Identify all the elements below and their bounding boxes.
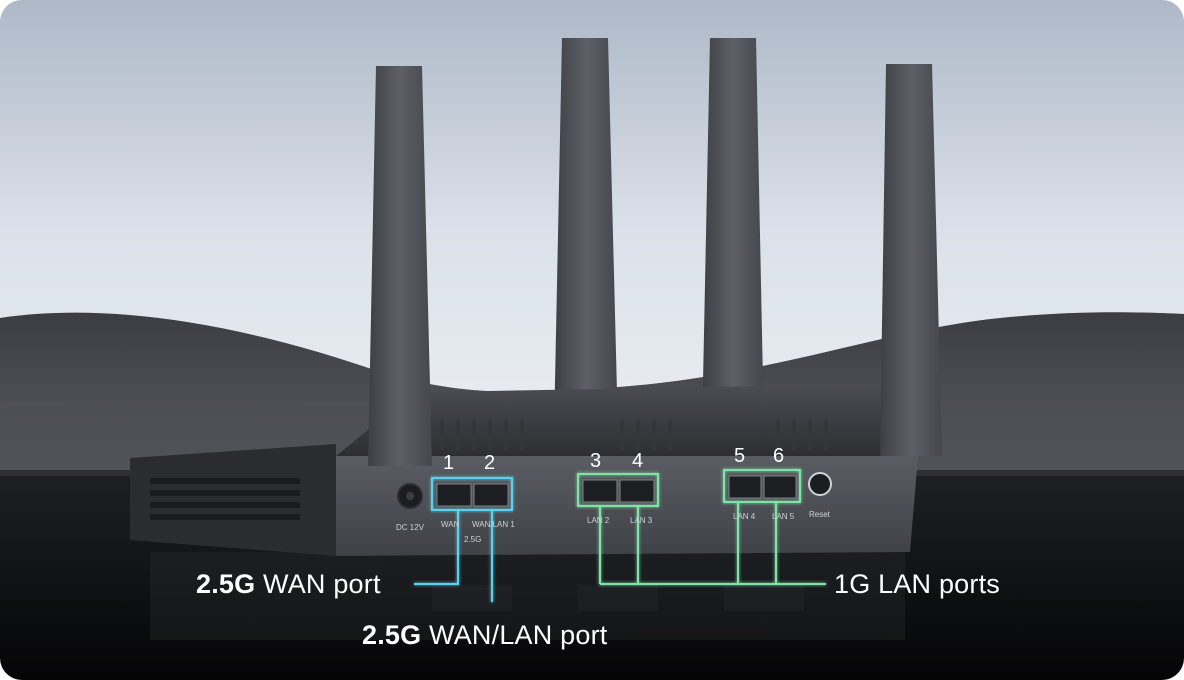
label-wan: WAN <box>441 520 460 529</box>
side-vents <box>150 478 300 520</box>
label-wanlan: WAN/LAN 1 <box>472 520 515 529</box>
router-reflection <box>150 552 905 640</box>
callout-lan-text: 1G LAN ports <box>834 569 1000 599</box>
port-number-3: 3 <box>590 450 602 472</box>
ports-wan <box>431 477 513 511</box>
callout-wanlan-text: WAN/LAN port <box>421 620 608 650</box>
reset-button-graphic <box>808 472 832 496</box>
port-number-6: 6 <box>773 445 785 467</box>
label-dc: DC 12V <box>396 523 425 532</box>
port-number-1: 1 <box>443 452 455 474</box>
antenna-1 <box>368 66 432 466</box>
callout-wan-port: 2.5G WAN port <box>196 571 381 598</box>
rear-vents <box>440 420 828 450</box>
label-lan4: LAN 4 <box>733 512 756 521</box>
wan-callout-lines <box>414 510 493 602</box>
callout-wan-bold: 2.5G <box>196 569 256 599</box>
callout-wan-text: WAN port <box>255 569 381 599</box>
callout-wanlan-bold: 2.5G <box>362 620 422 650</box>
label-reset: Reset <box>809 510 830 519</box>
antenna-2 <box>554 38 618 432</box>
ports-lan-b <box>723 469 801 503</box>
antenna-4 <box>880 64 942 456</box>
antennas <box>554 38 764 432</box>
callout-wanlan-port: 2.5G WAN/LAN port <box>362 622 608 649</box>
port-number-5: 5 <box>734 445 746 467</box>
label-lan2: LAN 2 <box>587 516 610 525</box>
antenna-3 <box>702 38 764 432</box>
callout-lan-ports: 1G LAN ports <box>834 571 1000 598</box>
label-lan3: LAN 3 <box>630 516 653 525</box>
label-speed: 2.5G <box>464 535 482 544</box>
port-number-4: 4 <box>632 450 644 472</box>
label-lan5: LAN 5 <box>772 512 795 521</box>
lan-callout-lines <box>599 502 826 585</box>
router-side <box>130 444 336 556</box>
port-number-2: 2 <box>484 452 496 474</box>
ports-lan-a <box>577 473 659 507</box>
